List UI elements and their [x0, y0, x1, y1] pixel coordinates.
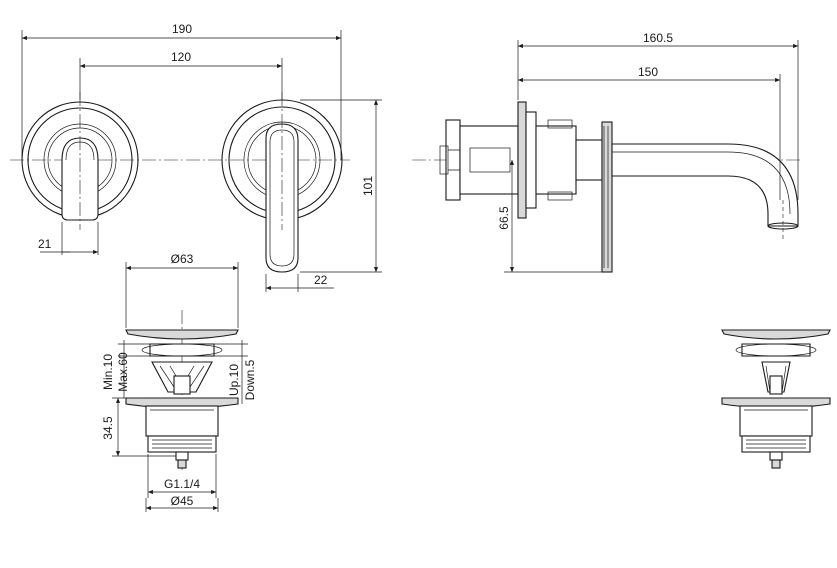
dim-190: 190	[172, 22, 192, 36]
dim-120: 120	[171, 50, 191, 64]
right-rosette	[221, 92, 343, 273]
dim-66-5: 66.5	[497, 206, 511, 230]
dim-34-5: 34.5	[101, 416, 115, 440]
dim-160-5: 160.5	[643, 31, 673, 45]
side-view: 160.5 150 66.5	[412, 31, 800, 273]
waste-section-view: Ø63 Min.10 Max.60 Up.10 Down.5 34.5 G1.1…	[101, 252, 257, 512]
dim-thread-g1-1-4: G1.1/4	[164, 477, 200, 491]
dim-101: 101	[361, 176, 375, 196]
dim-21: 21	[38, 237, 52, 251]
dim-diameter-63: Ø63	[171, 252, 194, 266]
dim-up-10: Up.10	[227, 364, 241, 396]
waste-elevation-view	[721, 329, 831, 469]
dim-150: 150	[638, 65, 658, 79]
dim-down-5: Down.5	[243, 359, 257, 400]
left-rosette	[21, 92, 139, 230]
dim-22: 22	[314, 273, 328, 287]
dim-min-10: Min.10	[101, 354, 115, 390]
dim-max-60: Max.60	[116, 352, 130, 392]
front-view: 190 120 21 101 22	[10, 22, 382, 292]
dim-diameter-45: Ø45	[171, 494, 194, 508]
